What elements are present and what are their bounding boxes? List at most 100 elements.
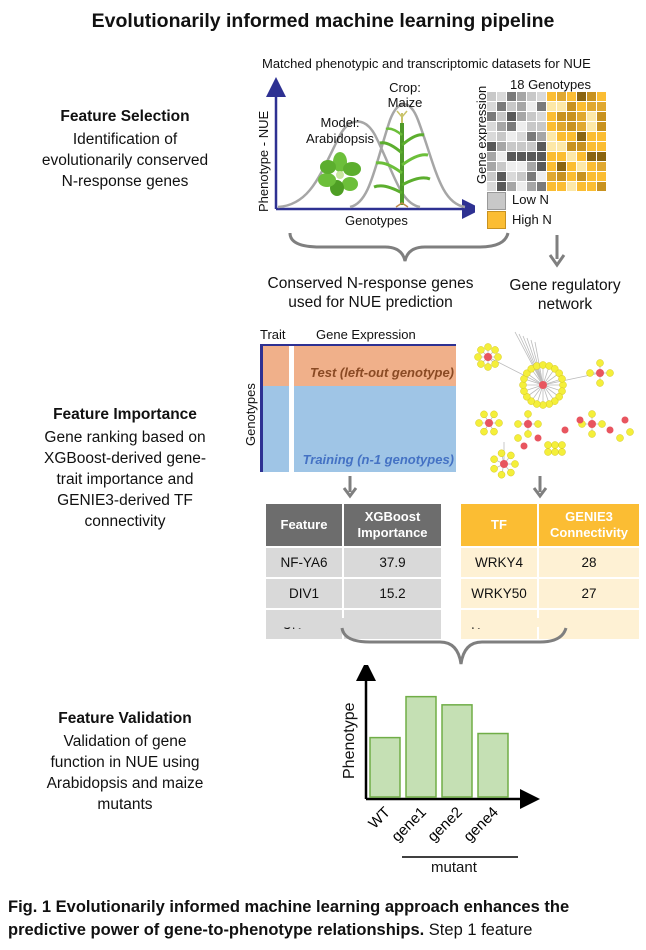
heatmap-cell xyxy=(587,152,596,161)
heatmap-cell xyxy=(547,162,556,171)
datasets-subtitle: Matched phenotypic and transcriptomic da… xyxy=(262,56,591,71)
step-line: XGBoost-derived gene- xyxy=(44,450,206,467)
heatmap-cell xyxy=(577,152,586,161)
gene-node xyxy=(477,346,485,354)
step-line: GENIE3-derived TF xyxy=(57,492,193,509)
genie3-table-torn-edge xyxy=(461,618,639,635)
heatmap-cell xyxy=(497,152,506,161)
gene-node xyxy=(507,451,515,460)
heatmap-cell xyxy=(577,182,586,191)
step-feature-validation: Feature Validation Validation of gene fu… xyxy=(0,708,250,815)
heatmap-cell xyxy=(587,132,596,141)
gene-node xyxy=(514,420,522,428)
heatmap-cell xyxy=(507,142,516,151)
heatmap-cell xyxy=(517,152,526,161)
gene-node xyxy=(551,448,559,456)
heatmap-cell xyxy=(497,142,506,151)
gene-node xyxy=(586,369,594,377)
gene-node xyxy=(524,410,532,418)
gene-node xyxy=(544,448,552,456)
heatmap-cell xyxy=(497,162,506,171)
tf-hub-node xyxy=(484,353,492,361)
high-n-swatch xyxy=(487,211,506,229)
heatmap-cell xyxy=(587,122,596,131)
gene-node xyxy=(507,468,515,477)
gene-node xyxy=(616,434,624,442)
heatmap-cell xyxy=(517,182,526,191)
heatmap-cell xyxy=(537,132,546,141)
heatmap-cell xyxy=(577,102,586,111)
gene-node xyxy=(484,363,492,371)
heatmap-cell xyxy=(497,122,506,131)
gene-node xyxy=(544,441,552,449)
heatmap-cell xyxy=(487,102,496,111)
grn-label: Gene regulatory network xyxy=(495,276,635,314)
heatmap-cell xyxy=(507,102,516,111)
table-cell: 28 xyxy=(537,546,639,578)
heatmap-cell xyxy=(517,92,526,101)
caption-bold: Fig. 1 Evolutionarily informed machine l… xyxy=(8,898,570,939)
caption-text: Step 1 feature xyxy=(424,921,533,939)
x-tick-label: gene1 xyxy=(388,804,430,846)
heatmap-cell xyxy=(517,112,526,121)
table-header: XGBoost Importance xyxy=(342,504,441,547)
table-header: GENIE3 Connectivity xyxy=(537,504,639,547)
maize-icon xyxy=(373,110,431,208)
heatmap-cell xyxy=(597,162,606,171)
heatmap-cell xyxy=(537,92,546,101)
heatmap-cell xyxy=(547,112,556,121)
heatmap-cell xyxy=(577,122,586,131)
step-heading: Feature Selection xyxy=(60,108,190,125)
step-line: N-response genes xyxy=(61,173,189,190)
gene-node xyxy=(474,353,482,361)
gene-node xyxy=(494,353,502,361)
heatmap-cell xyxy=(557,182,566,191)
step-feature-selection: Feature Selection Identification of evol… xyxy=(0,106,250,192)
heatmap-cell xyxy=(587,162,596,171)
heatmap-cell xyxy=(597,152,606,161)
gene-node xyxy=(523,369,531,377)
heatmap-cell xyxy=(537,172,546,181)
chart-xlabel: mutant xyxy=(431,859,477,876)
heatmap-cell xyxy=(597,132,606,141)
genotypes-label: Genotypes xyxy=(243,383,258,446)
tf-hub-node xyxy=(485,419,493,427)
heatmap-cell xyxy=(517,172,526,181)
heatmap-cell xyxy=(527,92,536,101)
step-line: function in NUE using xyxy=(50,754,200,771)
gene-node xyxy=(490,465,498,473)
x-tick-label: WT xyxy=(365,804,394,833)
low-n-label: Low N xyxy=(512,192,549,207)
heatmap-cell xyxy=(567,182,576,191)
trait-label: Trait xyxy=(260,327,286,342)
heatmap-cell xyxy=(507,92,516,101)
heatmap-cell xyxy=(587,172,596,181)
heatmap-cell xyxy=(517,132,526,141)
heatmap-cell xyxy=(507,162,516,171)
heatmap-cell xyxy=(567,122,576,131)
heatmap-cell xyxy=(567,152,576,161)
heatmap-cell xyxy=(487,152,496,161)
label-line: Gene regulatory xyxy=(509,277,621,294)
heatmap-cell xyxy=(547,182,556,191)
gene-expression-heatmap xyxy=(487,92,606,191)
heatmap-cell xyxy=(597,92,606,101)
heatmap-cell xyxy=(547,92,556,101)
heatmap-cell xyxy=(517,102,526,111)
arabidopsis-curve xyxy=(277,120,421,209)
gene-node xyxy=(598,420,606,428)
phenotype-curve-plot xyxy=(266,77,475,219)
heatmap-cell xyxy=(597,172,606,181)
heatmap-cell xyxy=(497,132,506,141)
heatmap-cell xyxy=(527,172,536,181)
curve-xlabel: Genotypes xyxy=(345,213,408,228)
label-line: Conserved N-response genes xyxy=(267,275,474,292)
label-line: used for NUE prediction xyxy=(288,294,453,311)
gene-node xyxy=(495,419,503,427)
heatmap-cell xyxy=(517,122,526,131)
gene-node xyxy=(527,397,535,405)
